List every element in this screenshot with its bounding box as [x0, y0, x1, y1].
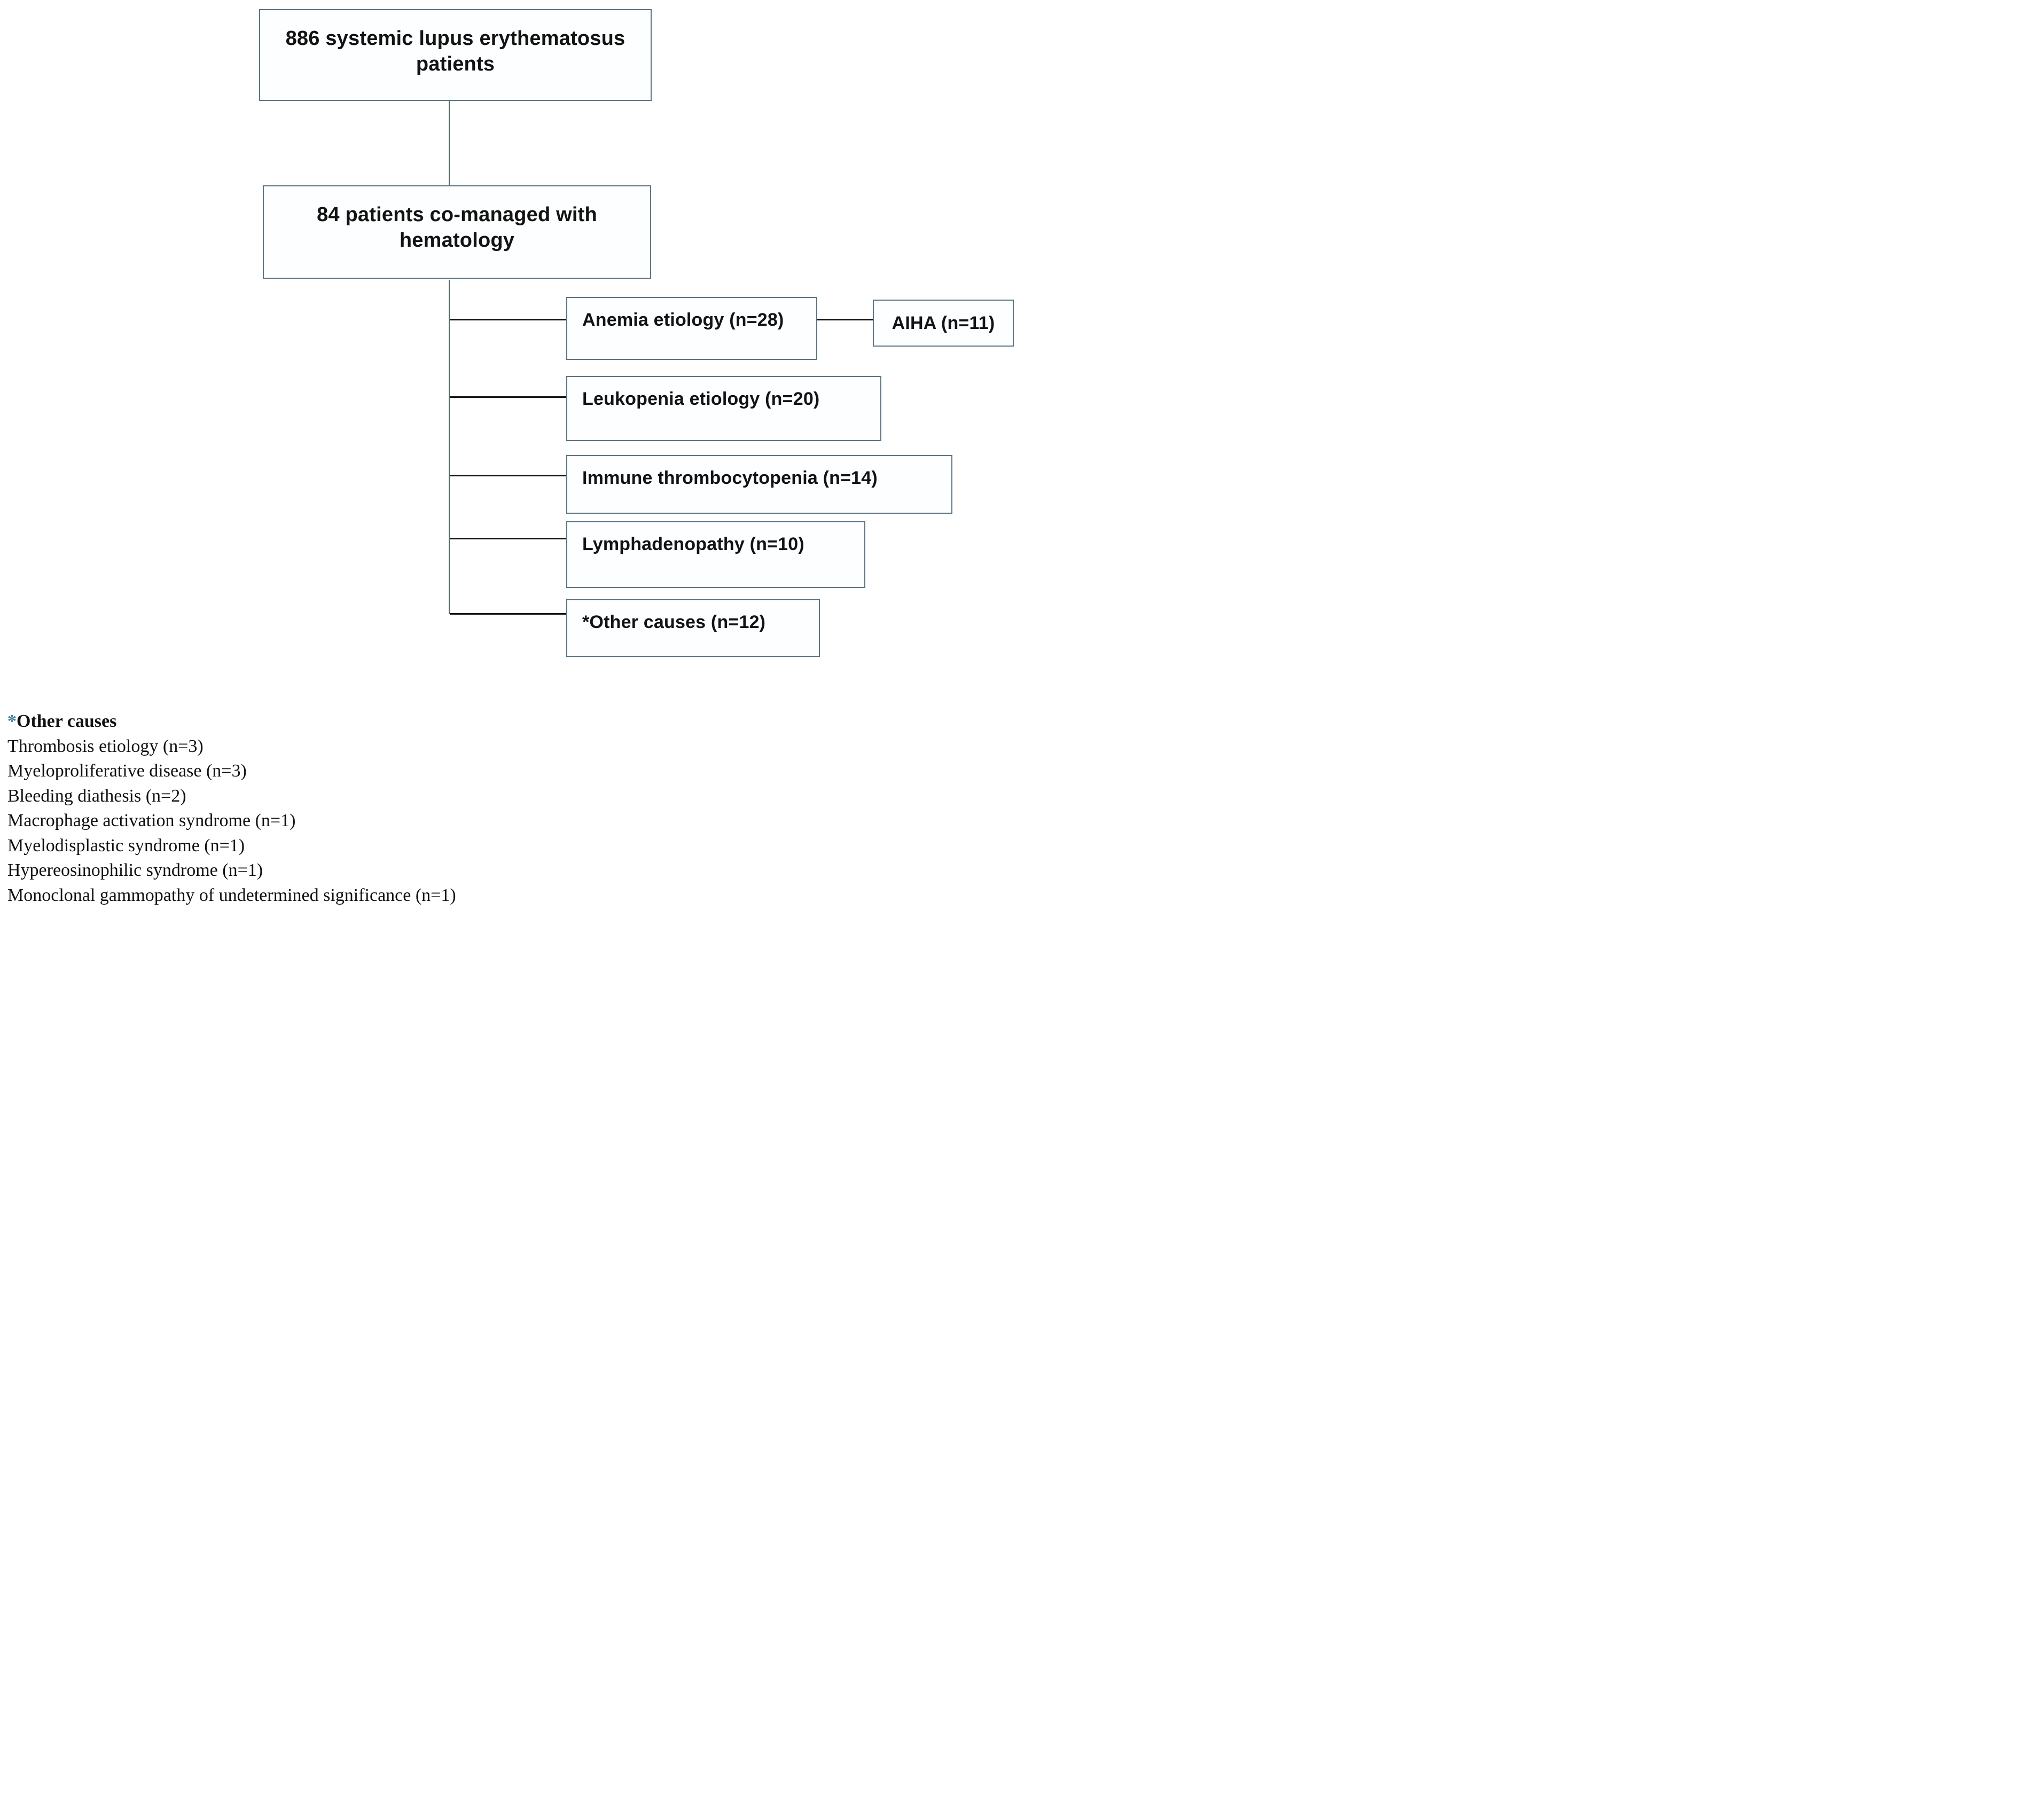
- branch-immune-thrombocytopenia: [450, 475, 566, 476]
- footnote-other-causes: *Other causes Thrombosis etiology (n=3) …: [7, 709, 456, 908]
- node-anemia-etiology-label: Anemia etiology (n=28): [582, 310, 784, 330]
- node-aiha: AIHA (n=11): [873, 300, 1014, 347]
- footnote-item: Myelodisplastic syndrome (n=1): [7, 835, 245, 856]
- node-comanaged-patients-label: 84 patients co-managed with hematology: [317, 203, 597, 252]
- branch-lymphadenopathy: [450, 538, 566, 539]
- footnote-heading: *Other causes: [7, 709, 456, 734]
- node-leukopenia-etiology-label: Leukopenia etiology (n=20): [582, 389, 820, 409]
- flow-diagram: 886 systemic lupus erythematosus patient…: [0, 0, 1016, 910]
- node-total-patients-label: 886 systemic lupus erythematosus patient…: [285, 27, 625, 75]
- node-anemia-etiology: Anemia etiology (n=28): [566, 297, 817, 360]
- node-other-causes-label: *Other causes (n=12): [582, 612, 766, 632]
- footnote-item: Macrophage activation syndrome (n=1): [7, 811, 296, 830]
- branch-other-causes: [450, 613, 566, 615]
- node-immune-thrombocytopenia-label: Immune thrombocytopenia (n=14): [582, 468, 878, 488]
- footnote-item: Myeloproliferative disease (n=3): [7, 761, 247, 781]
- node-total-patients: 886 systemic lupus erythematosus patient…: [259, 9, 652, 101]
- footnote-item: Hypereosinophilic syndrome (n=1): [7, 860, 263, 880]
- node-comanaged-patients: 84 patients co-managed with hematology: [263, 185, 651, 279]
- connector-anemia-to-aiha: [817, 319, 873, 320]
- branch-leukopenia: [450, 396, 566, 398]
- branch-anemia: [450, 319, 566, 320]
- footnote-item: Monoclonal gammopathy of undetermined si…: [7, 885, 456, 905]
- node-aiha-label: AIHA (n=11): [892, 312, 995, 333]
- node-leukopenia-etiology: Leukopenia etiology (n=20): [566, 376, 881, 441]
- footnote-item: Thrombosis etiology (n=3): [7, 736, 204, 756]
- node-immune-thrombocytopenia: Immune thrombocytopenia (n=14): [566, 455, 952, 514]
- connector-trunk-vertical: [449, 280, 450, 614]
- footnote-heading-text: Other causes: [17, 711, 117, 731]
- node-other-causes: *Other causes (n=12): [566, 599, 820, 657]
- footnote-item: Bleeding diathesis (n=2): [7, 786, 186, 806]
- footnote-asterisk: *: [7, 711, 17, 731]
- node-lymphadenopathy: Lymphadenopathy (n=10): [566, 521, 865, 588]
- node-lymphadenopathy-label: Lymphadenopathy (n=10): [582, 534, 804, 554]
- connector-total-to-comanaged: [449, 101, 450, 185]
